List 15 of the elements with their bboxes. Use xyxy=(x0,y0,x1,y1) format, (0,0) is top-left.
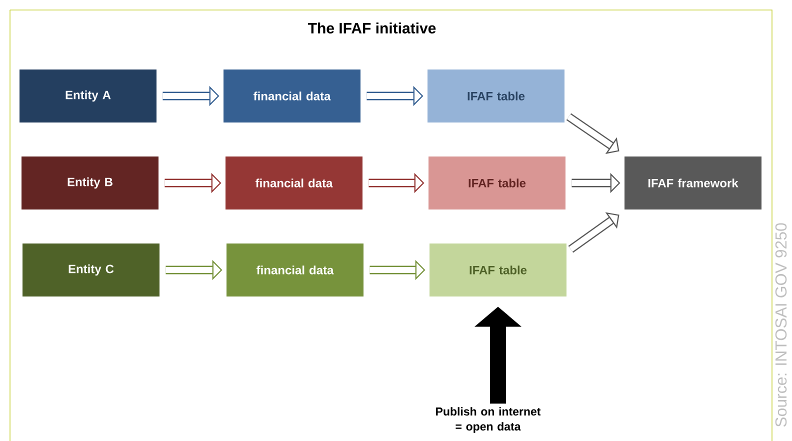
title: The IFAF initiative xyxy=(308,22,436,34)
arrow xyxy=(566,113,620,154)
process-box: Entity C xyxy=(22,244,160,296)
caption-text: Publish on internet = open data xyxy=(436,407,541,433)
process-box: Entity A xyxy=(20,70,156,122)
process-box: financial data xyxy=(226,156,362,210)
process-box: IFAF table xyxy=(428,70,564,122)
process-box: IFAF table xyxy=(430,244,566,296)
arrow xyxy=(568,212,620,253)
source-note: Source: INTOSAI GOV 9250 xyxy=(775,223,787,427)
process-box: IFAF table xyxy=(428,156,566,210)
process-box: financial data xyxy=(226,244,364,296)
process-box: IFAF framework xyxy=(624,156,762,210)
process-box: financial data xyxy=(224,70,360,122)
process-box: Entity B xyxy=(22,156,158,210)
